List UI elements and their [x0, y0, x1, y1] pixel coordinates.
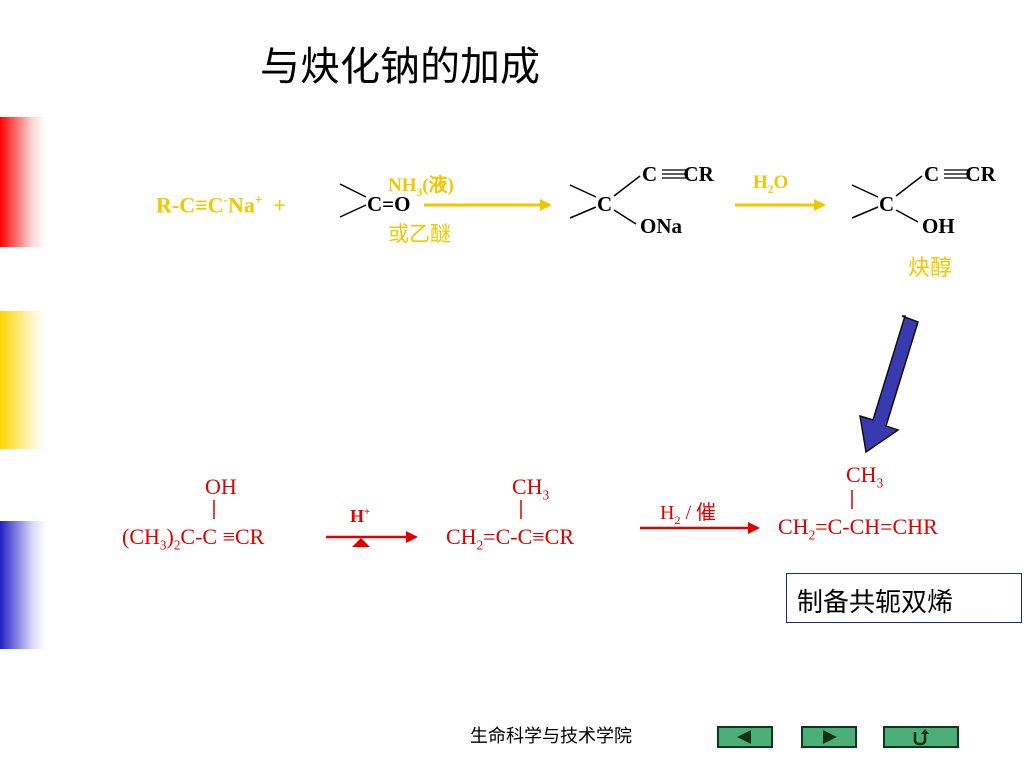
start-compound: (CH3)2C-C ≡CR — [122, 524, 265, 553]
next-icon — [823, 730, 837, 744]
return-button[interactable] — [883, 726, 959, 748]
decor-bar-yellow — [0, 311, 46, 449]
mid-methyl: CH3 — [512, 474, 550, 503]
product-name-alkynol: 炔醇 — [908, 256, 953, 281]
mid-compound: CH2=C-C≡CR — [446, 524, 574, 553]
next-slide-button[interactable] — [801, 726, 857, 748]
intermediate-ona: ONa — [640, 214, 682, 238]
acetylide-reagent: R-C≡C-Na+ + — [156, 192, 286, 218]
solvent-ether: 或乙醚 — [388, 222, 451, 246]
acid-catalyst: H+ — [350, 506, 371, 526]
footer-institution: 生命科学与技术学院 — [470, 726, 632, 747]
product-oh: OH — [922, 214, 955, 238]
conjugated-diene-label: 制备共轭双烯 — [797, 588, 954, 618]
start-oh: OH — [205, 474, 237, 499]
decor-bar-blue — [0, 521, 46, 649]
hydrogenation-catalyst: H2 / 催 — [660, 502, 717, 527]
intermediate-carbon: C — [597, 192, 613, 216]
end-methyl: CH3 — [846, 462, 884, 491]
intermediate-alkyne: C CR — [642, 162, 714, 186]
end-compound: CH2=C-CH=CHR — [778, 514, 938, 543]
conjugated-diene-label-box: 制备共轭双烯 — [786, 573, 1022, 623]
return-icon — [913, 729, 929, 746]
page-title: 与炔化钠的加成 — [260, 44, 540, 90]
product-alkyne: C CR — [924, 162, 996, 186]
prev-slide-button[interactable] — [717, 726, 773, 748]
water-reagent: H2O — [753, 172, 789, 196]
prev-icon — [737, 730, 751, 744]
product-carbon: C — [879, 192, 895, 216]
carbonyl-group: C=O — [367, 192, 411, 216]
solvent-ammonia: NH3(液) — [388, 175, 454, 199]
decor-bar-red — [0, 117, 46, 247]
